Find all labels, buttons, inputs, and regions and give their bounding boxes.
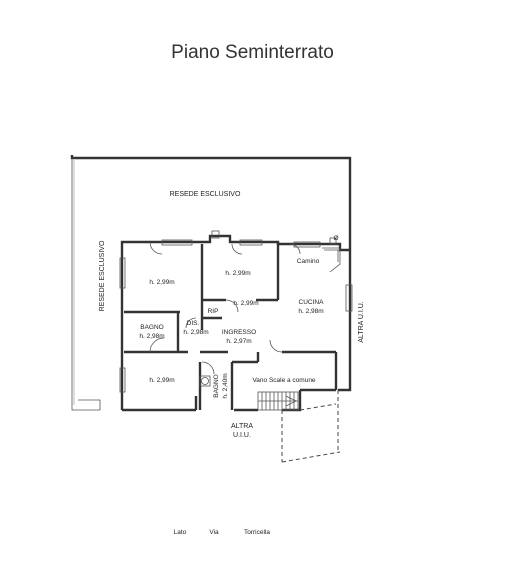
altra-uiu-right-label: ALTRA U.I.U. bbox=[358, 301, 365, 343]
lot-boundary bbox=[70, 155, 352, 411]
bagno2-label: BAGNO bbox=[213, 374, 220, 397]
apartment-walls bbox=[120, 234, 352, 412]
bagno1-height: h. 2,98m bbox=[139, 333, 164, 340]
room-top-left-height: h. 2,99m bbox=[149, 279, 174, 286]
room-bottom-left-height: h. 2,99m bbox=[149, 377, 174, 384]
cucina-height: h. 2,98m bbox=[298, 308, 323, 315]
dis-height: h. 2,98m bbox=[183, 329, 208, 336]
windows bbox=[119, 230, 353, 393]
camino-label: Camino bbox=[297, 258, 320, 265]
resede-side-label: RESEDE ESCLUSIVO bbox=[99, 240, 106, 311]
other-unit-boundary bbox=[281, 390, 341, 463]
altra-uiu-bottom-label-1: ALTRA bbox=[231, 423, 253, 430]
ingresso-height: h. 2,97m bbox=[226, 338, 251, 345]
staircase bbox=[257, 391, 299, 411]
page-title: Piano Seminterrato bbox=[171, 42, 334, 63]
bagno2-height: h. 2,40m bbox=[222, 373, 229, 398]
diameter-symbol: Ø bbox=[333, 235, 338, 242]
ingresso-label: INGRESSO bbox=[222, 329, 256, 336]
rip-label: RIP bbox=[208, 308, 219, 315]
room-top-middle-height: h. 2,99m bbox=[225, 270, 250, 277]
cucina-label: CUCINA bbox=[299, 299, 325, 306]
dis-label: DIS. bbox=[187, 320, 200, 327]
resede-top-label: RESEDE ESCLUSIVO bbox=[170, 191, 241, 198]
bathroom-fixture bbox=[199, 375, 211, 387]
fireplace bbox=[322, 247, 341, 273]
rip-height: h. 2,99m bbox=[233, 300, 258, 307]
altra-uiu-bottom-label-2: U.I.U. bbox=[233, 432, 251, 439]
street-label-lato: Lato bbox=[174, 529, 187, 536]
bagno1-label: BAGNO bbox=[140, 324, 163, 331]
street-label-via: Via bbox=[209, 529, 219, 536]
vano-scale-label: Vano Scale a comune bbox=[252, 377, 315, 384]
street-label-torricella: Torricella bbox=[244, 529, 270, 536]
